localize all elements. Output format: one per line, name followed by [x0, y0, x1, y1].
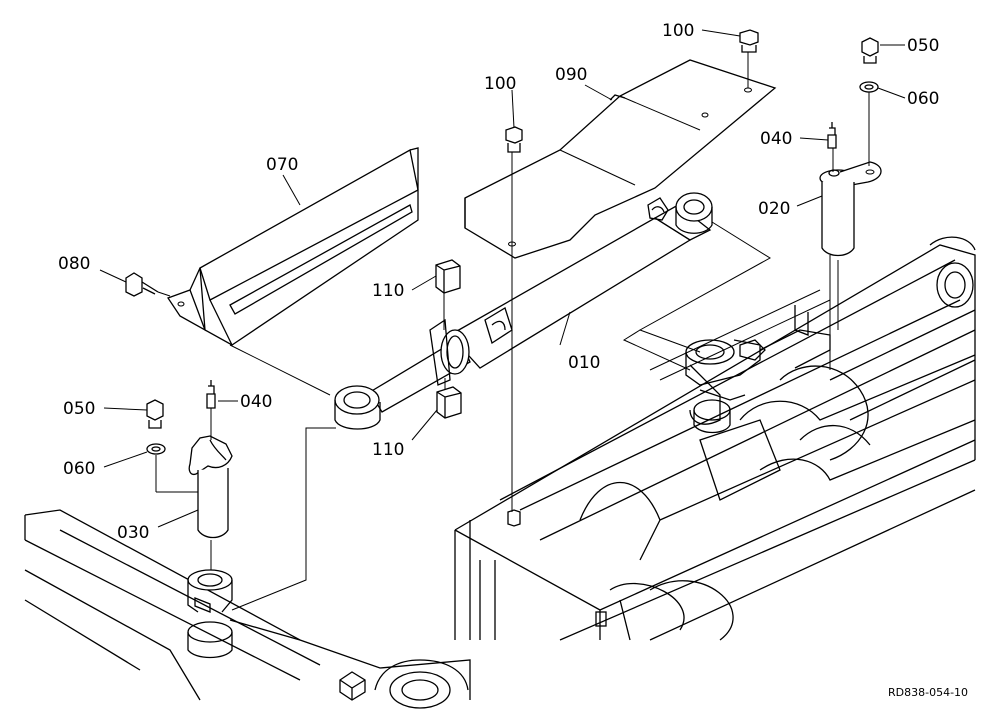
callout-040: 040 — [760, 129, 792, 149]
callout-060: 060 — [63, 459, 95, 479]
small-parts — [125, 29, 882, 539]
callout-020: 020 — [758, 199, 790, 219]
callout-100: 100 — [662, 21, 694, 41]
callout-100: 100 — [484, 74, 516, 94]
cover-070 — [167, 147, 419, 346]
callout-labels: 100 100 090 050 060 040 020 070 080 110 … — [58, 21, 968, 699]
reference-code: RD838-054-10 — [888, 686, 968, 699]
lower-frame — [24, 509, 471, 709]
callout-110: 110 — [372, 281, 404, 301]
leader-lines — [155, 52, 870, 611]
callout-050: 050 — [63, 399, 95, 419]
callout-070: 070 — [266, 155, 298, 175]
callout-090: 090 — [555, 65, 587, 85]
machine-frame — [454, 236, 976, 641]
callout-040: 040 — [240, 392, 272, 412]
callout-080: 080 — [58, 254, 90, 274]
guard-plate-090 — [464, 59, 777, 259]
callout-110: 110 — [372, 440, 404, 460]
callout-060: 060 — [907, 89, 939, 109]
callout-030: 030 — [117, 523, 149, 543]
callout-leaders — [99, 29, 906, 528]
callout-050: 050 — [907, 36, 939, 56]
cylinder-010 — [334, 192, 713, 430]
callout-010: 010 — [568, 353, 600, 373]
